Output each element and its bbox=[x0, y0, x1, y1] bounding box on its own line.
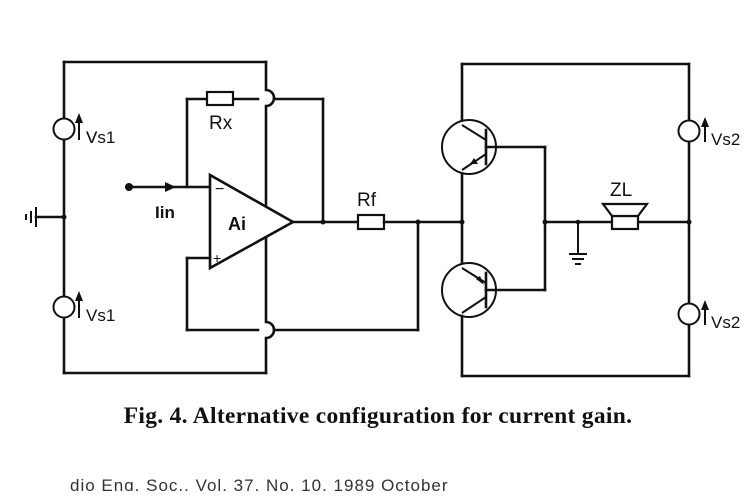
ground-symbol-output bbox=[569, 219, 587, 265]
current-arrow bbox=[165, 182, 176, 192]
resistor-rf bbox=[356, 213, 386, 231]
label-rf: Rf bbox=[357, 190, 377, 211]
voltage-source-vs2-top bbox=[677, 117, 709, 143]
junction-dot bbox=[320, 219, 326, 225]
opamp-minus-sign: − bbox=[215, 181, 224, 198]
voltage-source-vs2-bottom bbox=[677, 300, 709, 326]
label-vs1-bottom: Vs1 bbox=[86, 306, 115, 325]
label-rx: Rx bbox=[209, 113, 233, 134]
speaker-zl-icon bbox=[600, 202, 650, 231]
schematic-svg: V − + bbox=[25, 60, 740, 378]
label-vs1-top: Vs1 bbox=[86, 128, 115, 147]
ground-symbol-left bbox=[25, 207, 66, 227]
journal-footer: dio Eng. Soc., Vol. 37, No. 10, 1989 Oct… bbox=[70, 476, 449, 491]
junction-dot bbox=[61, 214, 67, 220]
label-iin: Iin bbox=[155, 203, 175, 222]
label-vs2-top: Vs2 bbox=[711, 130, 740, 149]
opamp-plus-sign: + bbox=[213, 250, 221, 266]
transistor-upper bbox=[441, 119, 547, 175]
voltage-source-vs1-bottom bbox=[52, 291, 83, 319]
input-terminal bbox=[125, 183, 133, 191]
figure-caption: Fig. 4. Alternative configuration for cu… bbox=[123, 403, 633, 429]
opamp-ai bbox=[208, 172, 296, 271]
transistor-lower bbox=[441, 262, 547, 318]
junction-dot bbox=[686, 219, 692, 225]
label-ai: Ai bbox=[228, 214, 246, 234]
junction-dot bbox=[415, 219, 421, 225]
label-zl: ZL bbox=[610, 180, 632, 201]
voltage-source-vs1-top bbox=[52, 113, 83, 141]
resistor-rx bbox=[205, 90, 235, 107]
vs1-top-label: V bbox=[86, 128, 98, 147]
label-vs2-bottom: Vs2 bbox=[711, 313, 740, 332]
circuit-schematic: V − + bbox=[25, 60, 740, 378]
